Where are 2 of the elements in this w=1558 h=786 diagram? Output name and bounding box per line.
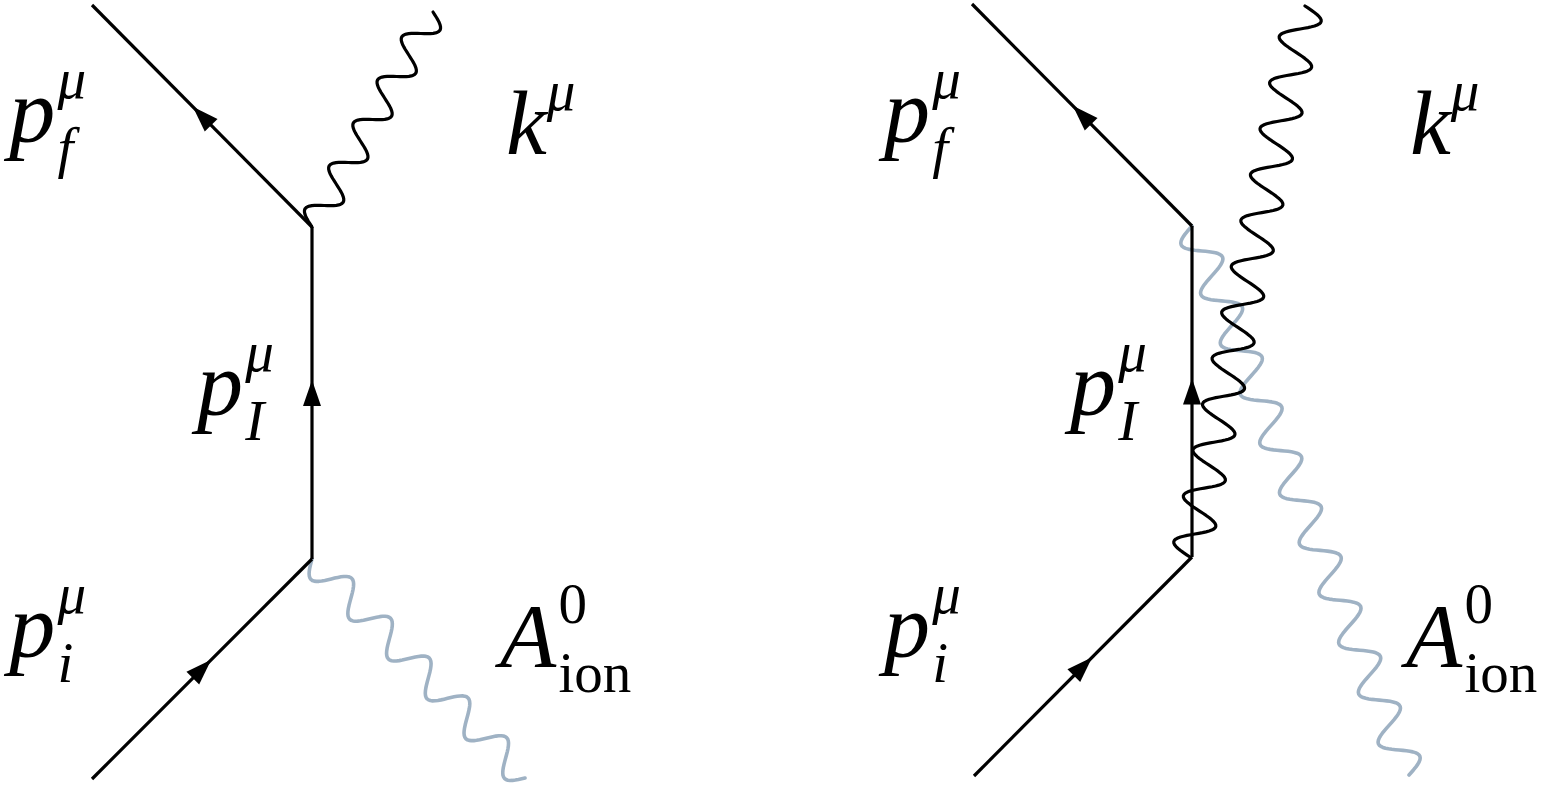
momentum-label: k$^{μ}$ bbox=[505, 58, 577, 176]
momentum-label: k$^{μ}$ bbox=[1409, 58, 1481, 176]
